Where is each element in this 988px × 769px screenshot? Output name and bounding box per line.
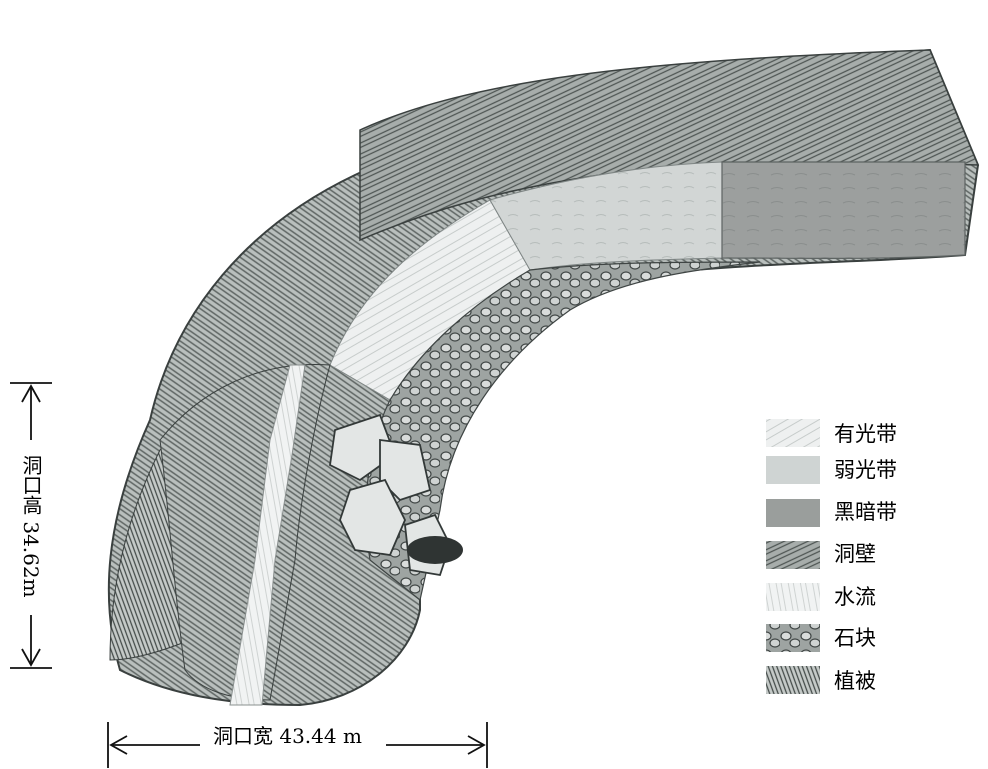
legend-label-water-flow: 水流 bbox=[834, 585, 876, 609]
legend-swatch-vegetation bbox=[766, 666, 820, 694]
legend-label-dim-zone: 弱光带 bbox=[834, 458, 897, 482]
height-label: 洞口高 34.62m bbox=[19, 455, 43, 598]
legend-label-cave-wall: 洞壁 bbox=[834, 542, 876, 566]
legend-label-rocks: 石块 bbox=[834, 626, 876, 650]
legend-label-vegetation: 植被 bbox=[834, 669, 876, 693]
legend-swatch-dark-zone bbox=[766, 499, 820, 527]
legend: 有光带 弱光带 黑暗带 洞壁 水流 石块 植被 bbox=[766, 419, 897, 694]
legend-label-dark-zone: 黑暗带 bbox=[834, 500, 897, 524]
legend-swatch-water-flow bbox=[766, 583, 820, 611]
legend-label-lit-zone: 有光带 bbox=[834, 422, 897, 446]
dark-zone-area bbox=[722, 162, 965, 258]
legend-swatch-rocks bbox=[766, 624, 820, 652]
width-label: 洞口宽 43.44 m bbox=[213, 724, 362, 748]
legend-swatch-lit-zone bbox=[766, 419, 820, 447]
legend-swatch-cave-wall bbox=[766, 541, 820, 569]
cave-hole bbox=[407, 536, 463, 564]
legend-swatch-dim-zone bbox=[766, 456, 820, 484]
